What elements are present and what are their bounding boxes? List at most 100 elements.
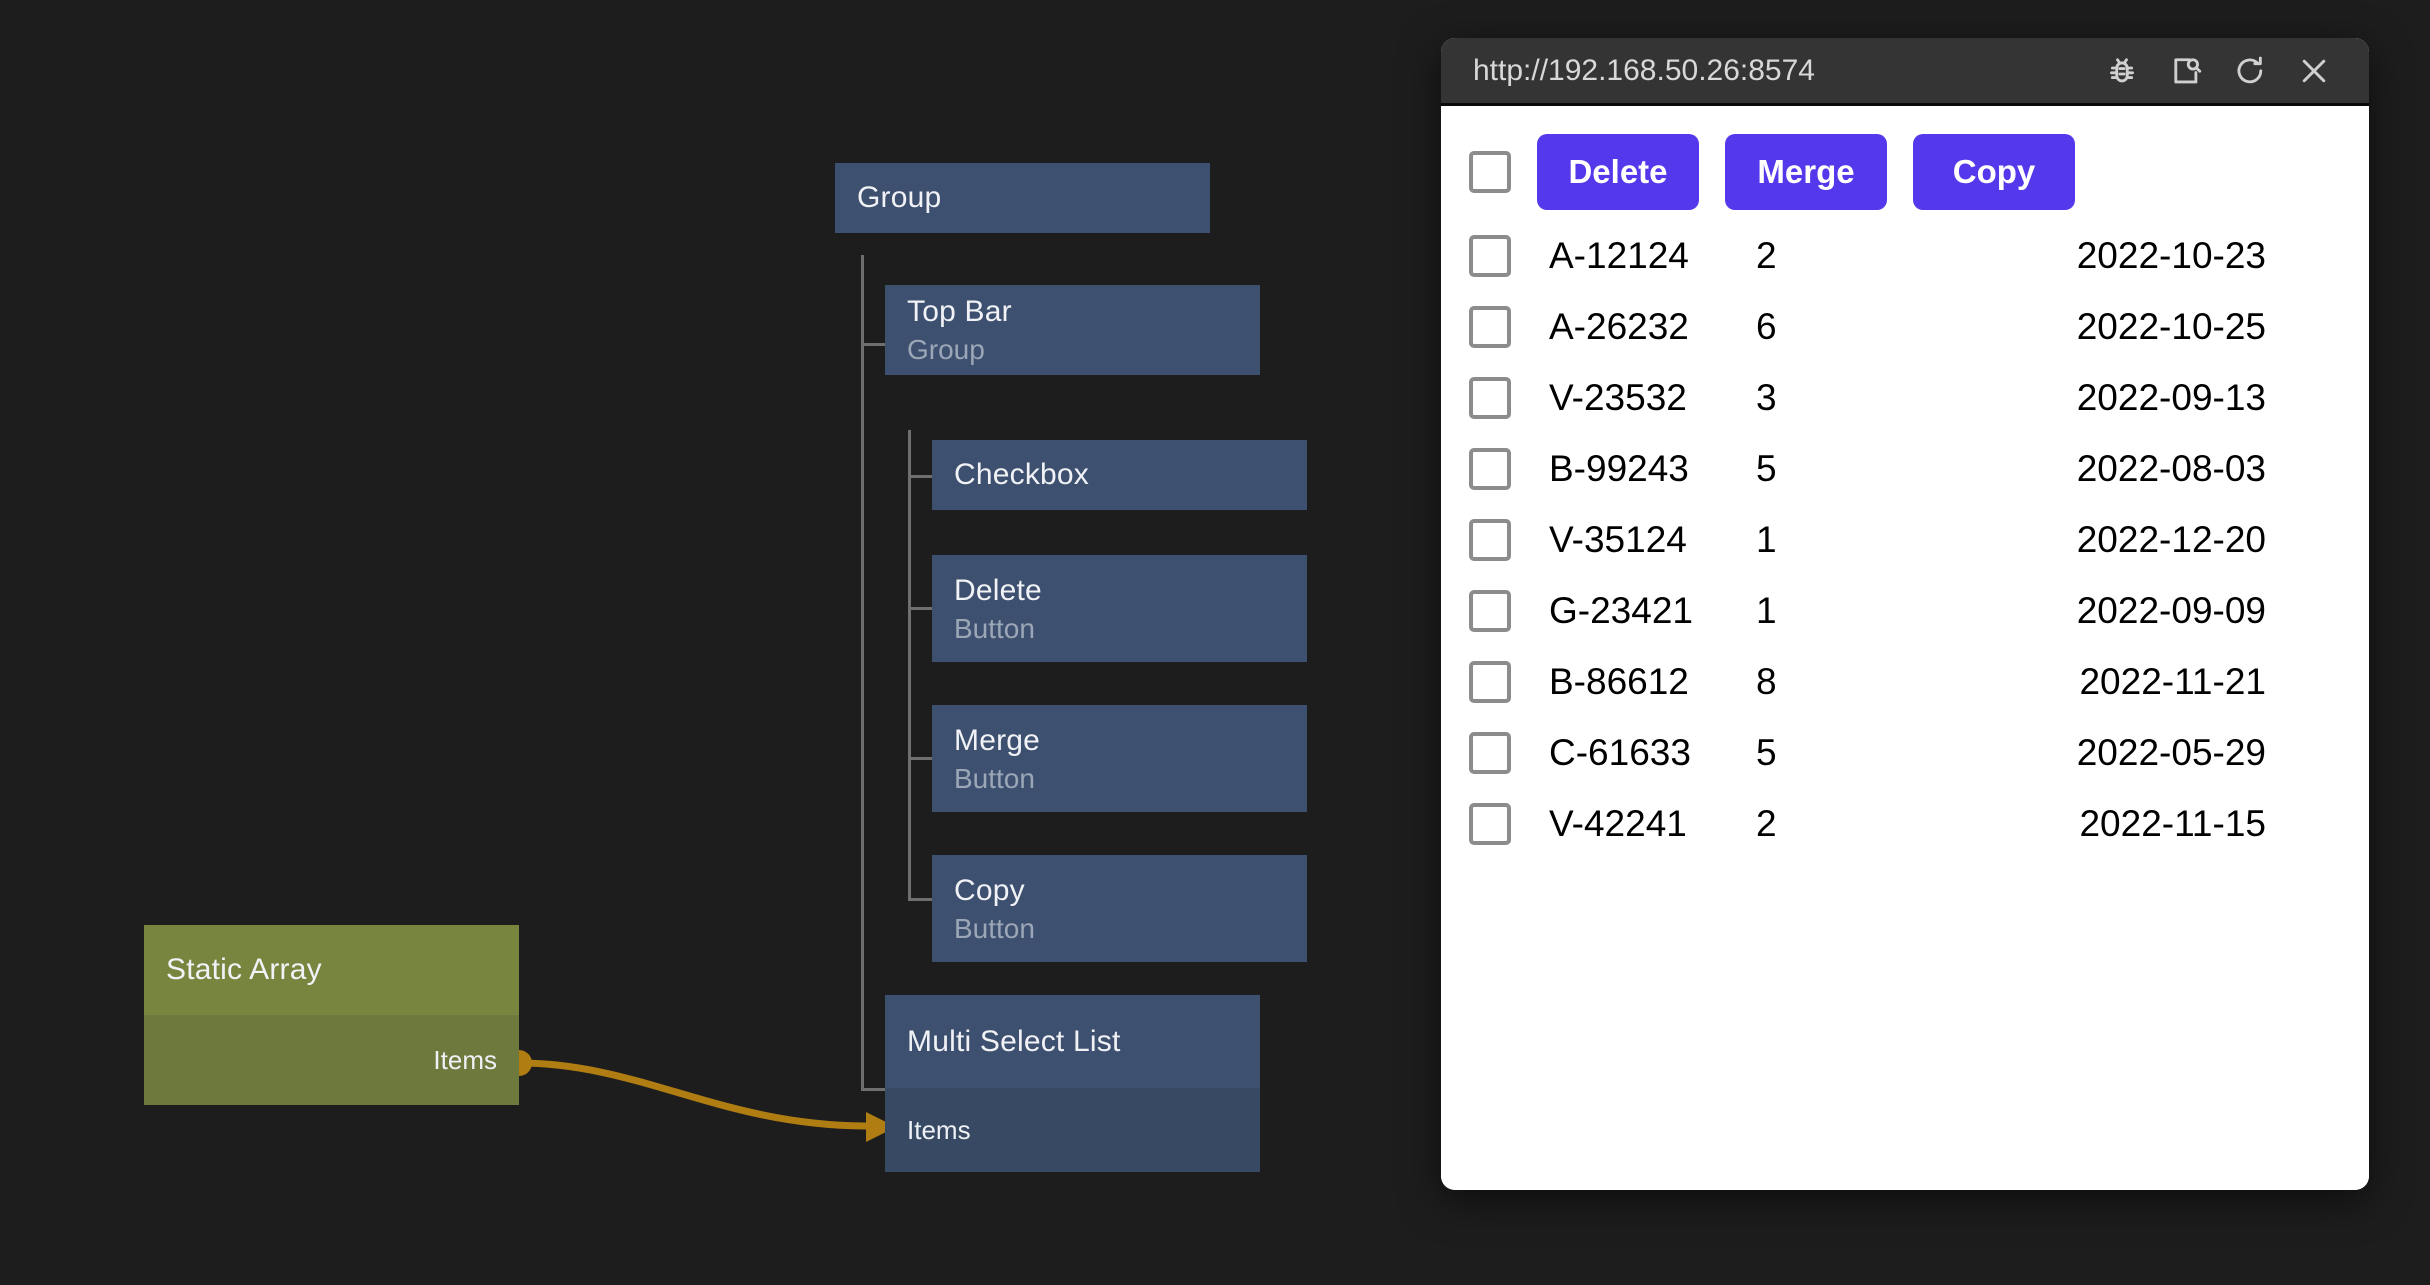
table-row[interactable]: C-61633 5 2022-05-29 bbox=[1441, 717, 2369, 788]
cell-qty: 2 bbox=[1756, 802, 1777, 844]
node-static-array[interactable]: Static Array Items bbox=[144, 925, 519, 1105]
node-top-bar[interactable]: Top Bar Group bbox=[885, 285, 1260, 375]
preview-window: http://192.168.50.26:8574 bbox=[1441, 38, 2369, 1190]
row-checkbox[interactable] bbox=[1469, 660, 1511, 703]
node-body: Items bbox=[885, 1088, 1260, 1172]
node-multi-select-list[interactable]: Multi Select List Items bbox=[885, 995, 1260, 1172]
table-row[interactable]: B-86612 8 2022-11-21 bbox=[1441, 646, 2369, 717]
table-row[interactable]: V-23532 3 2022-09-13 bbox=[1441, 362, 2369, 433]
output-port-items[interactable]: Items bbox=[144, 1015, 519, 1105]
table-row[interactable]: G-23421 1 2022-09-09 bbox=[1441, 575, 2369, 646]
cell-qty: 6 bbox=[1756, 305, 1777, 347]
port-label: Items bbox=[433, 1045, 497, 1075]
cell-date: 2022-09-13 bbox=[2076, 376, 2266, 418]
input-port-items[interactable]: Items bbox=[885, 1088, 1260, 1172]
row-checkbox[interactable] bbox=[1469, 802, 1511, 845]
node-delete-button[interactable]: Delete Button bbox=[932, 555, 1307, 662]
node-checkbox[interactable]: Checkbox bbox=[932, 440, 1307, 510]
node-subtitle: Group bbox=[907, 334, 985, 365]
port-label: Items bbox=[907, 1115, 971, 1145]
node-subtitle: Button bbox=[954, 912, 1035, 944]
node-header: Static Array bbox=[144, 925, 519, 1015]
cell-date: 2022-12-20 bbox=[2076, 518, 2266, 560]
cell-date: 2022-09-09 bbox=[2076, 589, 2266, 631]
node-header: Delete Button bbox=[932, 555, 1307, 662]
tree-connector-line bbox=[908, 607, 934, 610]
preview-titlebar: http://192.168.50.26:8574 bbox=[1441, 38, 2369, 106]
cell-qty: 2 bbox=[1756, 234, 1777, 276]
tree-connector-line bbox=[908, 475, 934, 478]
copy-button[interactable]: Copy bbox=[1913, 134, 2075, 210]
close-icon[interactable] bbox=[2287, 44, 2341, 98]
tree-connector-line bbox=[861, 343, 887, 346]
cell-id: B-86612 bbox=[1549, 660, 1689, 702]
table-row[interactable]: B-99243 5 2022-08-03 bbox=[1441, 433, 2369, 504]
cell-date: 2022-11-21 bbox=[2079, 660, 2266, 702]
node-title: Group bbox=[857, 181, 942, 214]
cell-qty: 8 bbox=[1756, 660, 1777, 702]
cell-id: C-61633 bbox=[1549, 731, 1691, 773]
row-checkbox[interactable] bbox=[1469, 234, 1511, 277]
cell-qty: 5 bbox=[1756, 447, 1777, 489]
node-header: Checkbox bbox=[932, 440, 1307, 510]
node-subtitle: Button bbox=[954, 762, 1035, 794]
cell-id: V-23532 bbox=[1549, 376, 1687, 418]
node-merge-button[interactable]: Merge Button bbox=[932, 705, 1307, 812]
inspect-page-icon[interactable] bbox=[2159, 44, 2213, 98]
bug-icon[interactable] bbox=[2095, 44, 2149, 98]
row-checkbox[interactable] bbox=[1469, 589, 1511, 632]
reload-icon[interactable] bbox=[2223, 44, 2277, 98]
row-checkbox[interactable] bbox=[1469, 305, 1511, 348]
tree-connector-line bbox=[861, 1088, 887, 1091]
action-toolbar: Delete Merge Copy bbox=[1441, 124, 2369, 220]
node-header: Merge Button bbox=[932, 705, 1307, 812]
node-title: Static Array bbox=[166, 953, 322, 986]
cell-qty: 3 bbox=[1756, 376, 1777, 418]
node-title: Merge bbox=[954, 723, 1041, 757]
tree-connector-line bbox=[861, 255, 864, 1091]
node-header: Top Bar Group bbox=[885, 285, 1260, 375]
node-subtitle: Button bbox=[954, 612, 1035, 644]
row-checkbox[interactable] bbox=[1469, 447, 1511, 490]
cell-qty: 1 bbox=[1756, 589, 1777, 631]
cell-date: 2022-08-03 bbox=[2076, 447, 2266, 489]
node-group[interactable]: Group bbox=[835, 163, 1210, 233]
table-row[interactable]: V-42241 2 2022-11-15 bbox=[1441, 788, 2369, 859]
row-checkbox[interactable] bbox=[1469, 376, 1511, 419]
node-title: Multi Select List bbox=[907, 1024, 1121, 1058]
row-checkbox[interactable] bbox=[1469, 518, 1511, 561]
row-checkbox[interactable] bbox=[1469, 731, 1511, 774]
url-label[interactable]: http://192.168.50.26:8574 bbox=[1473, 53, 1815, 87]
node-copy-button[interactable]: Copy Button bbox=[932, 855, 1307, 962]
cell-date: 2022-11-15 bbox=[2079, 802, 2266, 844]
tree-connector-line bbox=[908, 430, 911, 900]
node-title: Delete bbox=[954, 573, 1042, 607]
cell-id: A-26232 bbox=[1549, 305, 1689, 347]
cell-date: 2022-05-29 bbox=[2076, 731, 2266, 773]
node-header: Group bbox=[835, 163, 1210, 233]
node-title: Top Bar bbox=[907, 295, 1012, 328]
merge-button[interactable]: Merge bbox=[1725, 134, 1887, 210]
node-header: Multi Select List bbox=[885, 995, 1260, 1088]
tree-connector-line bbox=[908, 898, 934, 901]
cell-id: A-12124 bbox=[1549, 234, 1689, 276]
delete-button[interactable]: Delete bbox=[1537, 134, 1699, 210]
node-title: Copy bbox=[954, 873, 1025, 907]
tree-connector-line bbox=[908, 757, 934, 760]
cell-id: G-23421 bbox=[1549, 589, 1693, 631]
select-all-checkbox[interactable] bbox=[1469, 151, 1511, 193]
cell-id: V-35124 bbox=[1549, 518, 1687, 560]
cell-id: B-99243 bbox=[1549, 447, 1689, 489]
cell-id: V-42241 bbox=[1549, 802, 1687, 844]
node-title: Checkbox bbox=[954, 458, 1090, 491]
edge-static-array-to-multi-select bbox=[515, 1059, 869, 1130]
cell-qty: 5 bbox=[1756, 731, 1777, 773]
node-body: Items bbox=[144, 1015, 519, 1105]
